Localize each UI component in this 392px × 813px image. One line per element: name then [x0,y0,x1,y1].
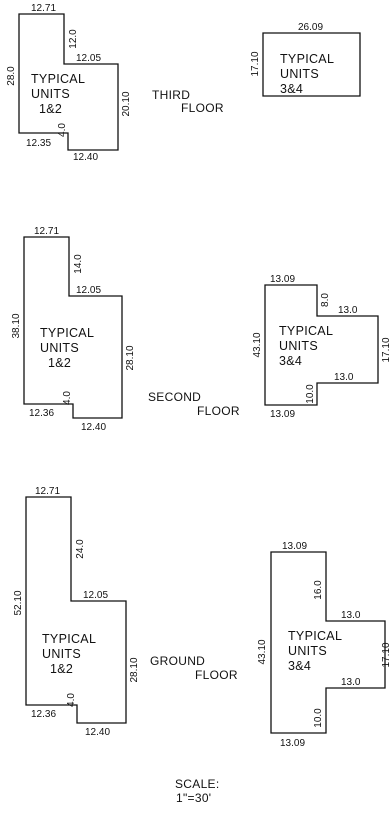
ground-u12-label-units: UNITS [42,647,81,661]
ground-u34-dim-right: 17.10 [381,642,392,667]
third-units-1-2-outline [18,13,119,151]
ground-units-3-4-outline [270,551,386,734]
third-u34-dim-left: 17.10 [250,51,261,76]
third-u12-dim-right: 20.10 [121,91,132,116]
second-u12-dim-top: 12.71 [34,226,59,237]
ground-u12-dim-right: 28.10 [129,657,140,682]
second-u12-dim-bottom-left: 12.36 [29,408,54,419]
scale-label: SCALE: [175,777,220,791]
ground-u12-label-numbers: 1&2 [50,662,73,676]
third-u12-label-units: UNITS [31,87,70,101]
second-u34-dim-right: 17.10 [381,337,392,362]
second-u12-dim-step: 12.05 [76,285,101,296]
ground-u34-dim-notch-bottom: 10.0 [313,708,324,728]
second-u34-dim-notch-top: 8.0 [320,293,331,307]
second-u34-dim-top: 13.09 [270,274,295,285]
ground-floor-label-line1: GROUND [150,654,205,668]
ground-floor-group: 12.71 24.0 12.05 28.10 52.10 12.36 4.0 1… [13,486,392,749]
second-floor-group: 12.71 14.0 12.05 28.10 38.10 12.36 4.0 1… [11,226,392,433]
second-u34-dim-notch-bottom: 10.0 [305,384,316,404]
second-u12-dim-notch-top: 14.0 [73,254,84,274]
second-u34-label-units: UNITS [279,339,318,353]
second-u12-label-numbers: 1&2 [48,356,71,370]
second-floor-label-line1: SECOND [148,390,201,404]
second-u12-label-units: UNITS [40,341,79,355]
ground-u34-dim-left: 43.10 [257,639,268,664]
second-units-1-2-outline [23,236,123,419]
ground-u12-dim-bottom-left: 12.36 [31,709,56,720]
scale-value: 1"=30' [176,791,211,805]
third-u12-label-numbers: 1&2 [39,102,62,116]
second-u34-label-numbers: 3&4 [279,354,302,368]
second-units-3-4-outline [264,284,379,406]
third-units-3-4-outline [262,32,361,97]
ground-u12-dim-top: 12.71 [35,486,60,497]
second-u34-dim-step-bottom: 13.0 [334,372,354,383]
ground-u34-label-units: UNITS [288,644,327,658]
third-u34-label-units: UNITS [280,67,319,81]
third-u12-dim-top: 12.71 [31,3,56,14]
second-u12-label-typical: TYPICAL [40,326,94,340]
ground-u12-dim-notch-bottom: 4.0 [66,693,77,707]
ground-u34-dim-top: 13.09 [282,541,307,552]
ground-u34-dim-step-top: 13.0 [341,610,361,621]
second-u34-dim-step-top: 13.0 [338,305,358,316]
ground-units-1-2-outline [25,496,127,724]
ground-u12-dim-left: 52.10 [13,590,24,615]
ground-u34-dim-bottom: 13.09 [280,738,305,749]
second-u12-dim-notch-bottom: 4.0 [62,391,73,405]
second-u12-dim-right: 28.10 [125,345,136,370]
ground-u12-label-typical: TYPICAL [42,632,96,646]
third-u34-dim-top: 26.09 [298,22,323,33]
ground-u34-dim-notch-top: 16.0 [313,580,324,600]
second-u34-dim-bottom: 13.09 [270,409,295,420]
third-u12-dim-step: 12.05 [76,53,101,64]
second-u12-dim-bottom-right: 12.40 [81,422,106,433]
ground-u34-label-numbers: 3&4 [288,659,311,673]
third-floor-label-line2: FLOOR [181,101,224,115]
third-u12-dim-notch-bottom: 4.0 [57,123,68,137]
third-u12-dim-left: 28.0 [6,66,17,86]
third-u12-dim-notch-top: 12.0 [68,29,79,49]
ground-u12-dim-step: 12.05 [83,590,108,601]
third-u12-dim-bottom-left: 12.35 [26,138,51,149]
second-u34-label-typical: TYPICAL [279,324,333,338]
ground-u34-dim-step-bottom: 13.0 [341,677,361,688]
second-u34-dim-left: 43.10 [252,332,263,357]
third-u34-label-typical: TYPICAL [280,52,334,66]
third-u12-dim-bottom-right: 12.40 [73,152,98,163]
third-u34-label-numbers: 3&4 [280,82,303,96]
ground-u34-label-typical: TYPICAL [288,629,342,643]
second-floor-label-line2: FLOOR [197,404,240,418]
third-floor-label-line1: THIRD [152,88,190,102]
ground-u12-dim-notch-top: 24.0 [75,539,86,559]
second-u12-dim-left: 38.10 [11,313,22,338]
scale-note: SCALE: 1"=30' [175,777,220,805]
third-u12-label-typical: TYPICAL [31,72,85,86]
third-floor-group: 12.71 12.0 12.05 20.10 28.0 12.35 4.0 12… [6,3,361,163]
ground-u12-dim-bottom-right: 12.40 [85,727,110,738]
ground-floor-label-line2: FLOOR [195,668,238,682]
